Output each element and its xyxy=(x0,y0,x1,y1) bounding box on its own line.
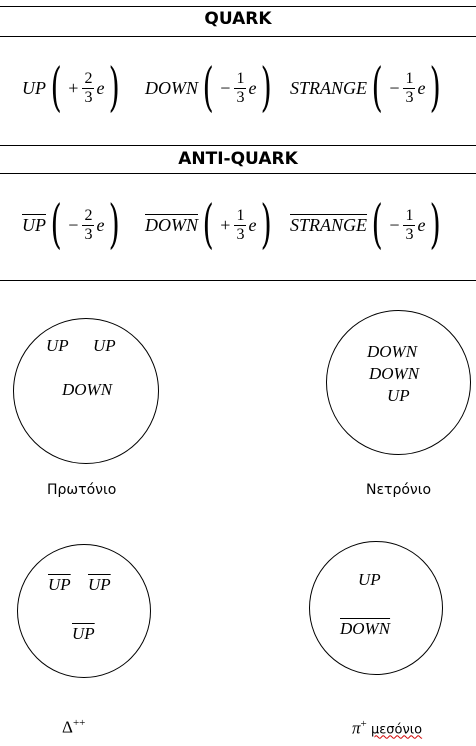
right-paren: ) xyxy=(109,195,121,255)
right-paren: ) xyxy=(430,195,442,255)
left-paren: ( xyxy=(202,195,214,255)
delta-circle xyxy=(17,544,151,678)
numerator: 1 xyxy=(234,69,247,89)
quark-heading: QUARK xyxy=(204,9,272,29)
charge-unit: e xyxy=(417,77,426,98)
pion-quark-2: DOWN xyxy=(340,619,391,638)
right-paren: ) xyxy=(261,195,273,255)
pion-caption: π+ μεσόνιο xyxy=(352,718,422,739)
antiquark-heading: ANTI-QUARK xyxy=(178,149,298,169)
quark-heading-rule xyxy=(0,36,476,37)
pion-quark-1: UP xyxy=(358,570,381,589)
proton-quark-2: UP xyxy=(93,336,116,355)
section-bottom-rule xyxy=(0,280,476,281)
delta-quark-1: UP xyxy=(48,575,71,594)
pion-symbol: π xyxy=(352,718,361,738)
numerator: 1 xyxy=(234,206,247,226)
proton-caption: Πρωτόνιο xyxy=(47,482,117,498)
delta-caption: Δ++ xyxy=(62,717,85,738)
antiquark-name: DOWN xyxy=(145,214,198,235)
quark-name: UP xyxy=(22,77,46,98)
denominator: 3 xyxy=(84,88,93,106)
right-paren: ) xyxy=(261,58,273,118)
delta-symbol: Δ xyxy=(62,717,73,737)
neutron-quark-3: UP xyxy=(387,386,410,405)
proton-circle xyxy=(13,318,159,464)
charge-sign: − xyxy=(68,214,79,235)
delta-quark-2: UP xyxy=(88,575,111,594)
numerator: 1 xyxy=(403,69,416,89)
charge-unit: e xyxy=(248,77,257,98)
numerator: 1 xyxy=(403,206,416,226)
antiquark-name: UP xyxy=(22,214,46,235)
charge-unit: e xyxy=(96,214,105,235)
denominator: 3 xyxy=(84,225,93,243)
antiquark-heading-rule xyxy=(0,173,476,174)
delta-charge-sup: ++ xyxy=(72,717,86,729)
quark-name: DOWN xyxy=(145,77,198,98)
charge-sign: + xyxy=(68,77,79,98)
charge-sign: − xyxy=(389,77,400,98)
numerator: 2 xyxy=(82,206,95,226)
pion-circle xyxy=(309,541,443,675)
right-paren: ) xyxy=(430,58,442,118)
left-paren: ( xyxy=(202,58,214,118)
right-paren: ) xyxy=(109,58,121,118)
proton-quark-3: DOWN xyxy=(62,380,113,399)
denominator: 3 xyxy=(405,225,414,243)
denominator: 3 xyxy=(405,88,414,106)
denominator: 3 xyxy=(236,225,245,243)
neutron-caption: Νετρόνιο xyxy=(366,482,432,498)
neutron-quark-2: DOWN xyxy=(369,364,420,383)
delta-quark-3: UP xyxy=(72,624,95,643)
quark-name: STRANGE xyxy=(290,77,368,98)
charge-sign: + xyxy=(220,214,231,235)
charge-unit: e xyxy=(96,77,105,98)
proton-quark-1: UP xyxy=(46,336,69,355)
left-paren: ( xyxy=(371,58,383,118)
left-paren: ( xyxy=(371,195,383,255)
numerator: 2 xyxy=(82,69,95,89)
charge-sign: − xyxy=(389,214,400,235)
denominator: 3 xyxy=(236,88,245,106)
neutron-circle xyxy=(326,310,471,455)
charge-sign: − xyxy=(220,77,231,98)
top-rule xyxy=(0,6,476,7)
pion-charge-sup: + xyxy=(360,718,367,730)
charge-unit: e xyxy=(248,214,257,235)
charge-unit: e xyxy=(417,214,426,235)
antiquark-name: STRANGE xyxy=(290,214,368,235)
pion-caption-word: μεσόνιο xyxy=(371,722,423,738)
left-paren: ( xyxy=(50,195,62,255)
neutron-quark-1: DOWN xyxy=(367,342,418,361)
left-paren: ( xyxy=(50,58,62,118)
antiquark-top-rule xyxy=(0,145,476,146)
